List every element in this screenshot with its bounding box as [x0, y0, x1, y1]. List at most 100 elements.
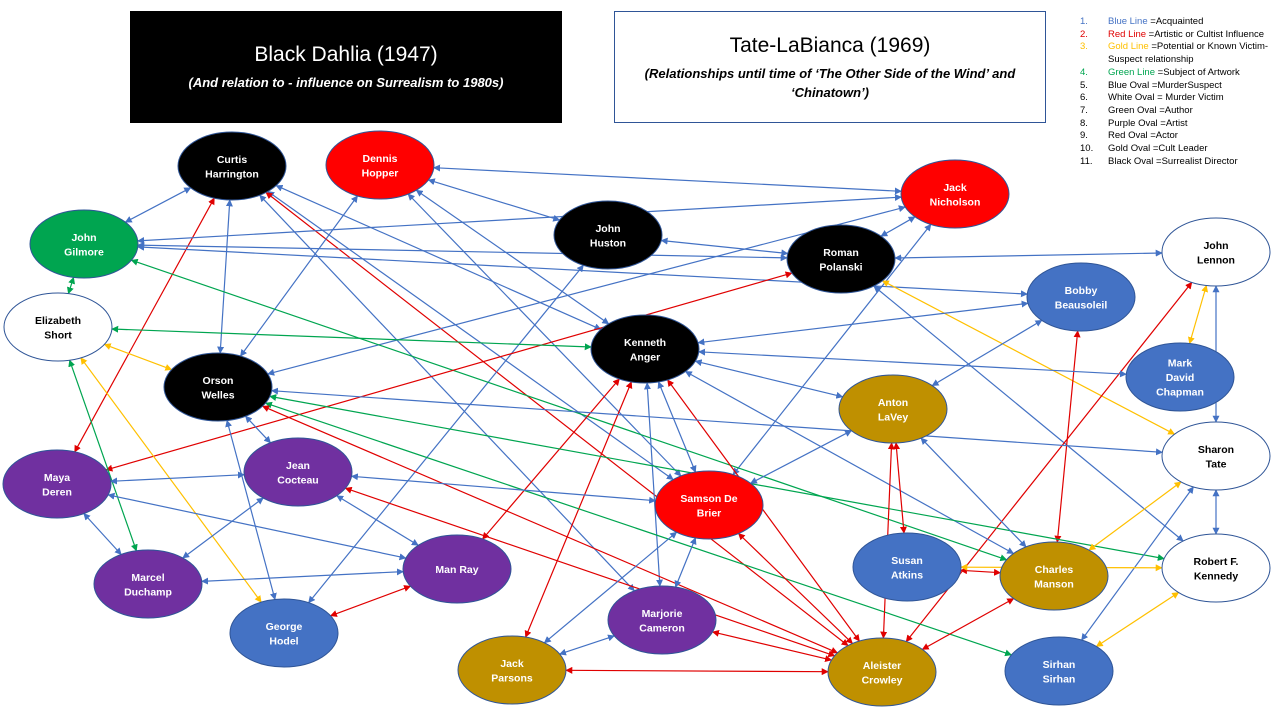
right-subtitle: (Relationships until time of ‘The Other … [644, 66, 1016, 100]
edge-blue-harrington-welles [217, 199, 233, 354]
legend-item-number: 2. [1080, 28, 1088, 40]
node-label-debrier: Samson De [680, 493, 737, 505]
edge-blue-harrington-gilmore [124, 187, 192, 223]
node-oval-crowley [827, 637, 937, 707]
node-oval-harrington [177, 131, 287, 201]
node-oval-anger [590, 314, 700, 384]
node-oval-manson [999, 541, 1109, 611]
node-oval-hodel [229, 598, 339, 668]
legend-item-number: 6. [1080, 92, 1088, 104]
edge-red-beausoleil-manson [1054, 330, 1081, 543]
node-label-parsons: Parsons [491, 672, 533, 684]
node-oval-manray [402, 534, 512, 604]
edge-layer [66, 164, 1220, 676]
legend-description: =Acquainted [1150, 16, 1204, 27]
node-debrier: Samson De Brier [654, 470, 764, 540]
edge-blue-cocteau-debrier [350, 473, 657, 504]
edge-blue-nicholson-polanski [880, 216, 916, 237]
node-label-debrier: Brier [697, 507, 722, 519]
node-oval-beausoleil [1026, 262, 1136, 332]
node-label-harrington: Curtis [217, 154, 247, 166]
edge-red-harrington-crowley [265, 191, 849, 647]
legend-item: 7.Green Oval =Author [1080, 105, 1275, 118]
legend-item-number: 5. [1080, 79, 1088, 91]
legend-item-text: White Oval = Murder Victim [1108, 92, 1275, 105]
edge-red-atkins-manson [960, 567, 1001, 576]
edge-blue-lavey-manson [920, 437, 1027, 548]
edge-blue-beausoleil-lavey [931, 319, 1043, 387]
legend-item: 8.Purple Oval =Artist [1080, 118, 1275, 131]
node-label-short: Short [44, 329, 72, 341]
legend-item-number: 4. [1080, 66, 1088, 78]
node-label-harrington: Harrington [205, 168, 259, 180]
edge-blue-welles-cocteau [245, 415, 271, 444]
node-label-hodel: George [266, 621, 303, 633]
node-oval-duchamp [93, 549, 203, 619]
node-oval-huston [553, 200, 663, 270]
node-oval-atkins [852, 532, 962, 602]
node-label-deren: Deren [42, 486, 72, 498]
legend-item-text: Blue Oval =MurderSuspect [1108, 80, 1275, 93]
left-subtitle: (And relation to - influence on Surreali… [188, 75, 504, 90]
edge-blue-debrier-parsons [543, 531, 678, 644]
node-label-cocteau: Jean [286, 460, 310, 472]
edge-red-manson-crowley [921, 598, 1015, 650]
legend-item: 10.Gold Oval =Cult Leader [1080, 143, 1275, 156]
legend-item-text: Red Line =Artistic or Cultist Influence [1108, 29, 1275, 42]
edge-red-parsons-crowley [565, 666, 829, 676]
node-label-cameron: Cameron [639, 622, 685, 634]
node-label-duchamp: Duchamp [124, 586, 172, 598]
node-label-manray: Man Ray [435, 564, 478, 576]
legend-item-text: Gold Line =Potential or Known Victim-Sus… [1108, 41, 1275, 66]
edge-blue-deren-cocteau [110, 471, 245, 485]
edge-gold-short-welles [103, 343, 173, 371]
legend-item: 6. White Oval = Murder Victim [1080, 92, 1275, 105]
node-label-crowley: Aleister [863, 660, 902, 672]
node-label-welles: Orson [203, 375, 234, 387]
node-oval-kennedy [1161, 533, 1271, 603]
node-label-lennon: John [1203, 240, 1228, 252]
node-oval-welles [163, 352, 273, 422]
legend-item: 9.Red Oval =Actor [1080, 130, 1275, 143]
legend-line-label: Green Line [1108, 66, 1156, 78]
node-label-anger: Anger [630, 351, 660, 363]
legend-item-text: Gold Oval =Cult Leader [1108, 143, 1275, 156]
node-label-hopper: Dennis [362, 153, 397, 165]
legend-item-text: Black Oval =Surrealist Director [1108, 156, 1275, 169]
node-label-short: Elizabeth [35, 315, 81, 327]
edge-red-welles-crowley [261, 405, 839, 654]
legend-item-number: 3. [1080, 41, 1088, 53]
edge-blue-polanski-lennon [894, 249, 1163, 262]
node-kennedy: Robert F.Kennedy [1161, 533, 1271, 603]
edge-green-gilmore-short [66, 276, 76, 295]
edge-blue-deren-manray [107, 492, 407, 561]
node-label-crowley: Crowley [862, 674, 903, 686]
edge-blue-cameron-parsons [559, 634, 615, 656]
node-label-atkins: Atkins [891, 569, 923, 581]
node-label-hodel: Hodel [269, 635, 298, 647]
node-label-duchamp: Marcel [131, 572, 164, 584]
node-label-gilmore: John [71, 232, 96, 244]
legend-item: 1.Blue Line =Acquainted [1080, 16, 1275, 29]
node-label-sirhan: Sirhan [1043, 659, 1076, 671]
legend-item-number: 11. [1080, 155, 1093, 167]
node-label-chapman: Chapman [1156, 387, 1204, 399]
node-oval-chapman [1125, 342, 1235, 412]
node-label-atkins: Susan [891, 555, 923, 567]
node-oval-cocteau [243, 437, 353, 507]
node-label-cocteau: Cocteau [277, 474, 318, 486]
node-oval-debrier [654, 470, 764, 540]
edge-blue-duchamp-manray [201, 568, 404, 585]
node-label-parsons: Jack [500, 658, 524, 670]
